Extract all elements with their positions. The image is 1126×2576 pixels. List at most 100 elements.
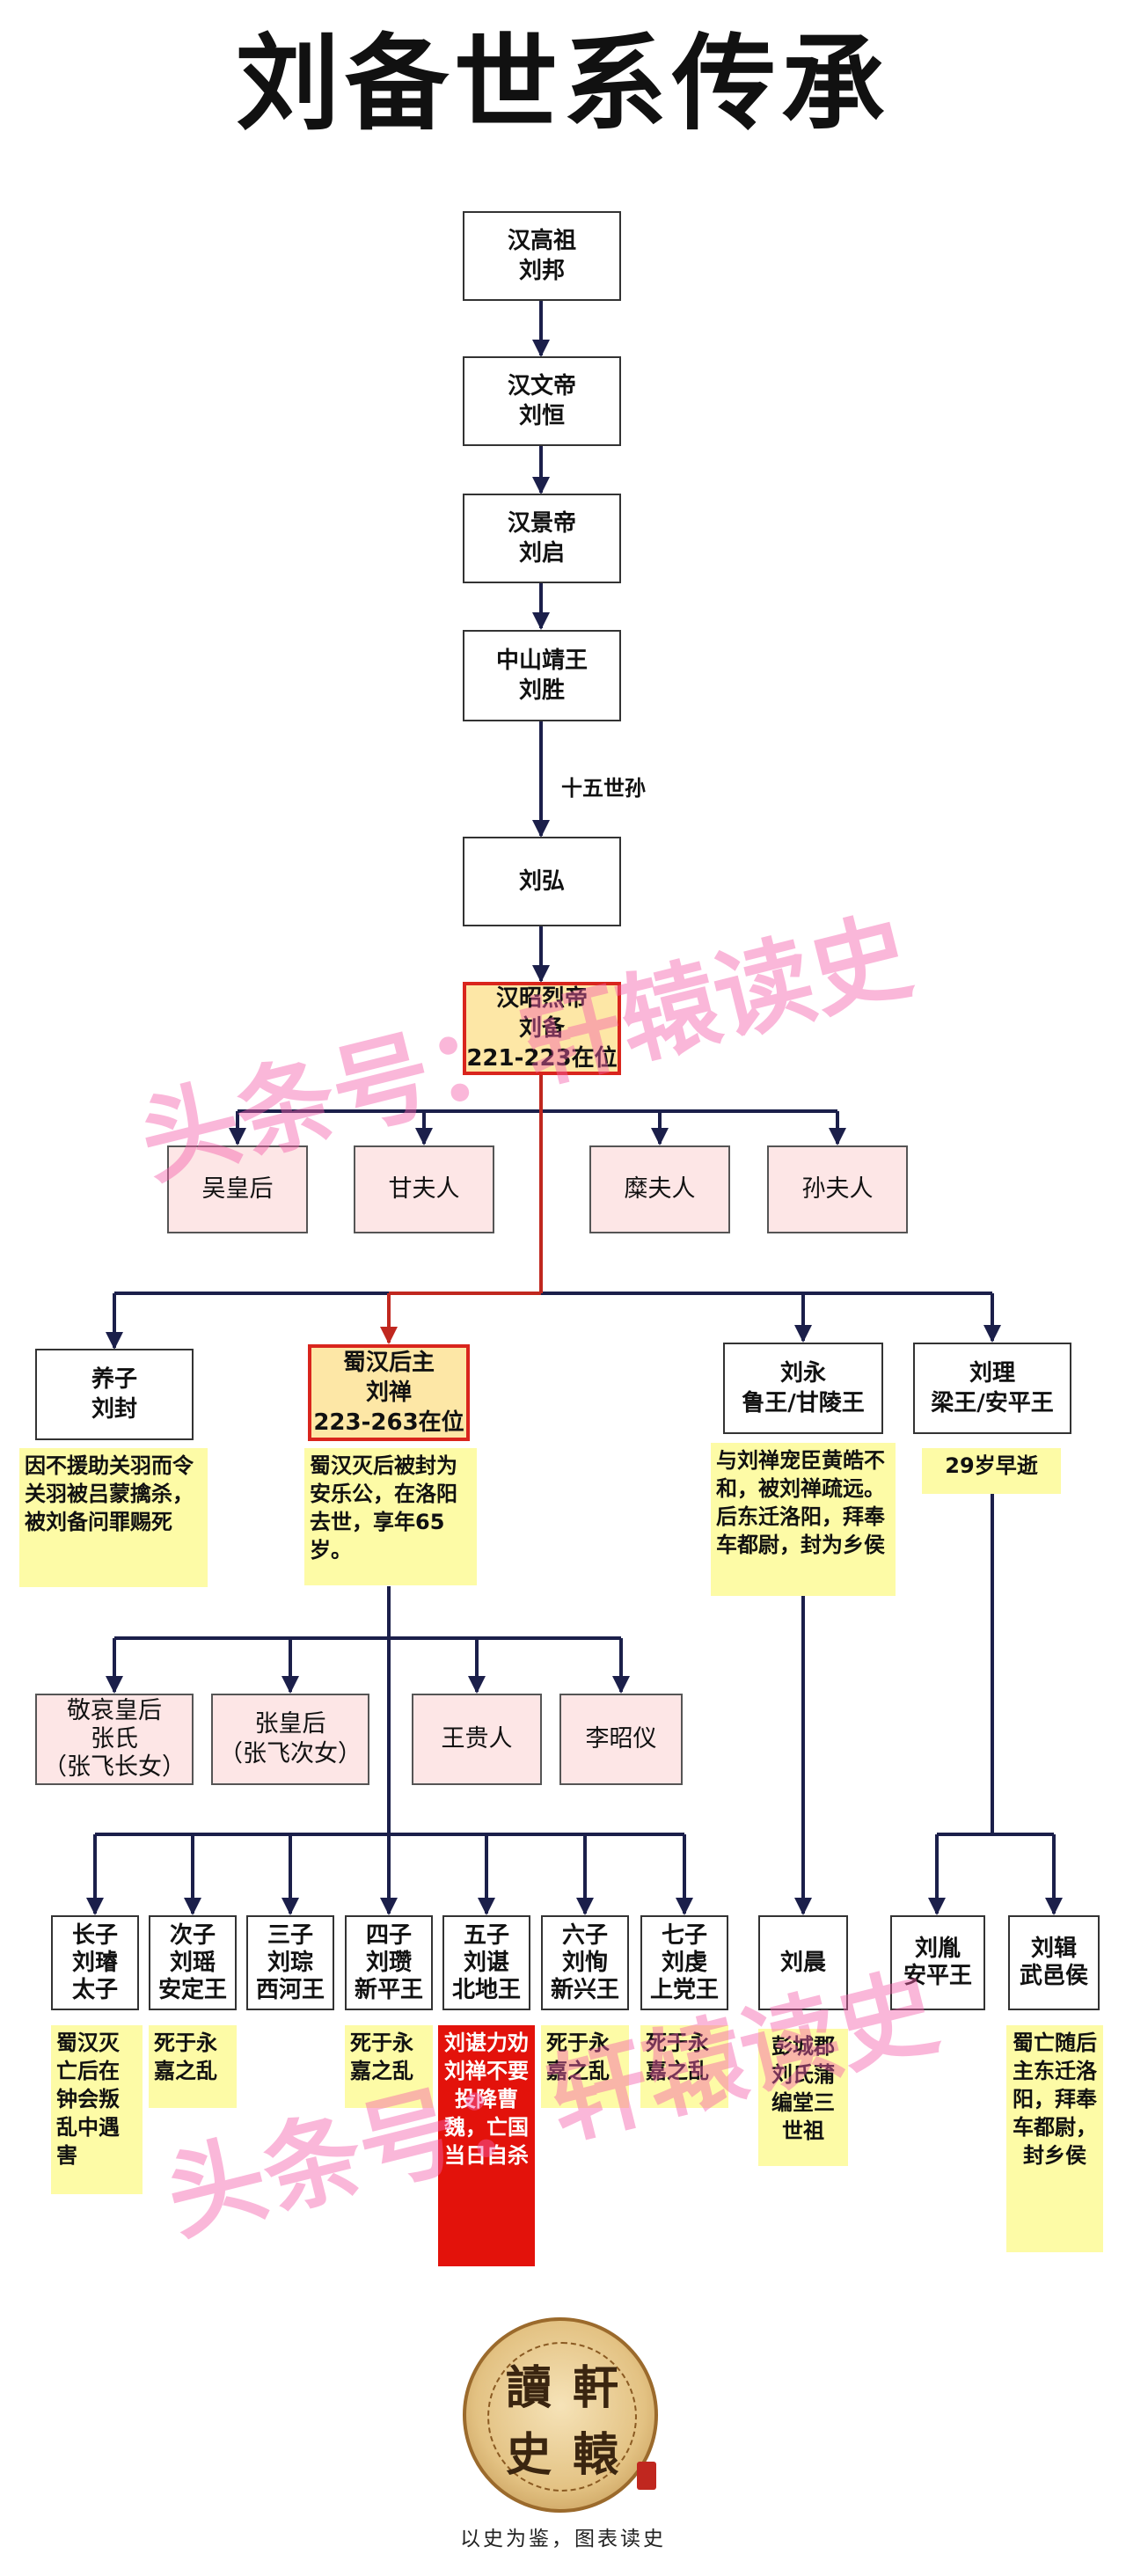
- node-wife-wu: 吴皇后: [167, 1145, 308, 1233]
- node-son-6: 六子 刘恂 新兴王: [541, 1915, 629, 2010]
- node-liuji-name: 刘辑: [1030, 1936, 1077, 1962]
- node-wendi-title: 汉文帝: [507, 373, 576, 399]
- son-3-title: 西河王: [255, 1976, 325, 2003]
- son-1-name: 刘璿: [71, 1949, 118, 1976]
- seal-char-shi: 史: [505, 2427, 552, 2482]
- son-2-name: 刘瑶: [169, 1949, 216, 1976]
- node-liushan: 蜀汉后主 刘禅 223-263在位: [308, 1344, 470, 1441]
- note-son-7: 死于永嘉之乱: [640, 2025, 728, 2108]
- seal-ring: [487, 2342, 637, 2492]
- node-liuyin-name: 刘胤: [914, 1936, 961, 1962]
- liushan-wife-1-name: 张氏: [91, 1725, 138, 1753]
- seal-char-yuan: 轅: [572, 2427, 618, 2482]
- seal-char-du: 讀: [505, 2360, 552, 2415]
- node-liushan-reign: 223-263在位: [313, 1409, 464, 1436]
- node-liushan-wife-1: 敬哀皇后 张氏 （张飞长女）: [35, 1694, 194, 1785]
- note-liuli: 29岁早逝: [922, 1448, 1061, 1494]
- node-jingdi-title: 汉景帝: [507, 510, 576, 537]
- page-title: 刘备世系传承: [235, 23, 890, 144]
- note-son-4: 死于永嘉之乱: [345, 2025, 433, 2108]
- node-wife-sun: 孙夫人: [767, 1145, 908, 1233]
- node-liuyin-title: 安平王: [903, 1963, 972, 1989]
- node-jingdi-name: 刘启: [518, 540, 565, 567]
- note-liuchen: 彭城郡刘氏蒲编堂三世祖: [758, 2029, 848, 2166]
- node-son-4: 四子 刘瓒 新平王: [345, 1915, 433, 2010]
- son-4-title: 新平王: [354, 1976, 423, 2003]
- node-son-2: 次子 刘瑶 安定王: [149, 1915, 237, 2010]
- slogan: 以史为鉴，图表读史: [460, 2528, 666, 2550]
- note-son-1: 蜀汉灭亡后在钟会叛乱中遇害: [51, 2025, 143, 2194]
- node-liuchen-name: 刘晨: [779, 1950, 826, 1976]
- son-3-order: 三子: [267, 1921, 313, 1949]
- liushan-wife-1-note: （张飞长女）: [43, 1753, 186, 1781]
- liushan-wife-3-name: 王贵人: [441, 1725, 513, 1753]
- node-liushan-title: 蜀汉后主: [342, 1350, 435, 1376]
- node-liushan-wife-4: 李昭仪: [559, 1694, 683, 1785]
- node-liushan-wife-2: 张皇后 （张飞次女）: [211, 1694, 369, 1785]
- node-liuli: 刘理 梁王/安平王: [913, 1343, 1071, 1434]
- node-liuyong: 刘永 鲁王/甘陵王: [723, 1343, 883, 1434]
- node-son-1: 长子 刘璿 太子: [51, 1915, 139, 2010]
- son-7-order: 七子: [661, 1921, 707, 1949]
- son-6-order: 六子: [561, 1921, 608, 1949]
- node-gaozu: 汉高祖 刘邦: [463, 211, 621, 301]
- node-liuli-title: 梁王/安平王: [931, 1390, 1054, 1416]
- brand-seal-logo: 讀 軒 史 轅: [463, 2317, 658, 2513]
- node-liubei-reign: 221-223在位: [466, 1045, 618, 1072]
- son-4-order: 四子: [365, 1921, 412, 1949]
- node-liubei: 汉昭烈帝 刘备 221-223在位: [463, 982, 621, 1075]
- node-liushan-wife-3: 王贵人: [412, 1694, 542, 1785]
- note-son-5: 刘谌力劝刘禅不要投降曹魏，亡国当日自杀: [438, 2025, 535, 2266]
- node-jingdi: 汉景帝 刘启: [463, 494, 621, 583]
- node-zhongshan-title: 中山靖王: [495, 648, 588, 674]
- node-liuhong: 刘弘: [463, 837, 621, 926]
- node-gaozu-title: 汉高祖: [507, 228, 576, 254]
- node-wendi: 汉文帝 刘恒: [463, 356, 621, 446]
- son-1-title: 太子: [71, 1976, 118, 2003]
- liushan-wife-1-title: 敬哀皇后: [67, 1697, 162, 1724]
- node-liuyong-title: 鲁王/甘陵王: [742, 1390, 865, 1416]
- son-2-title: 安定王: [157, 1976, 227, 2003]
- liushan-wife-4-name: 李昭仪: [585, 1725, 657, 1753]
- node-liuchen: 刘晨: [758, 1915, 848, 2010]
- son-5-name: 刘谌: [463, 1949, 509, 1976]
- son-6-name: 刘恂: [561, 1949, 608, 1976]
- liushan-wife-2-note: （张飞次女）: [219, 1740, 362, 1767]
- node-liufeng-name: 刘封: [91, 1396, 137, 1423]
- liushan-wife-2-title: 张皇后: [254, 1710, 326, 1738]
- son-5-title: 北地王: [451, 1976, 521, 2003]
- node-liuji-title: 武邑侯: [1019, 1963, 1088, 1989]
- note-liuyong: 与刘禅宠臣黄皓不和，被刘禅疏远。后东迁洛阳，拜奉车都尉，封为乡侯: [711, 1443, 896, 1596]
- node-liuji: 刘辑 武邑侯: [1008, 1915, 1100, 2010]
- seal-char-xuan: 軒: [572, 2360, 618, 2415]
- son-1-order: 长子: [71, 1921, 118, 1949]
- node-liuhong-name: 刘弘: [518, 868, 565, 895]
- generation-label: 十五世孙: [561, 776, 646, 801]
- note-son-2: 死于永嘉之乱: [149, 2025, 237, 2108]
- node-son-7: 七子 刘虔 上党王: [640, 1915, 728, 2010]
- son-4-name: 刘瓒: [365, 1949, 412, 1976]
- node-liuyin: 刘胤 安平王: [890, 1915, 985, 2010]
- node-zhongshan-name: 刘胜: [518, 677, 565, 704]
- note-liuji: 蜀亡随后主东迁洛阳，拜奉车都尉，封乡侯: [1006, 2025, 1103, 2252]
- son-5-order: 五子: [463, 1921, 509, 1949]
- note-liufeng: 因不援助关羽而令关羽被吕蒙擒杀，被刘备问罪赐死: [19, 1448, 208, 1587]
- son-7-name: 刘虔: [661, 1949, 707, 1976]
- node-son-3: 三子 刘琮 西河王: [246, 1915, 334, 2010]
- node-liuyong-name: 刘永: [779, 1360, 826, 1387]
- son-6-title: 新兴王: [550, 1976, 619, 2003]
- note-liushan: 蜀汉灭后被封为安乐公，在洛阳去世，享年65岁。: [304, 1448, 477, 1585]
- son-2-order: 次子: [169, 1921, 216, 1949]
- node-liuli-name: 刘理: [969, 1360, 1015, 1387]
- node-son-5: 五子 刘谌 北地王: [442, 1915, 530, 2010]
- note-son-6: 死于永嘉之乱: [541, 2025, 629, 2108]
- node-liufeng: 养子 刘封: [35, 1349, 194, 1440]
- node-liubei-title: 汉昭烈帝: [495, 985, 588, 1012]
- node-wendi-name: 刘恒: [518, 403, 565, 429]
- node-wife-gan: 甘夫人: [354, 1145, 494, 1233]
- son-3-name: 刘琮: [267, 1949, 313, 1976]
- node-liufeng-title: 养子: [91, 1366, 137, 1393]
- node-liushan-name: 刘禅: [365, 1379, 412, 1406]
- son-7-title: 上党王: [649, 1976, 719, 2003]
- node-liubei-name: 刘备: [518, 1015, 565, 1042]
